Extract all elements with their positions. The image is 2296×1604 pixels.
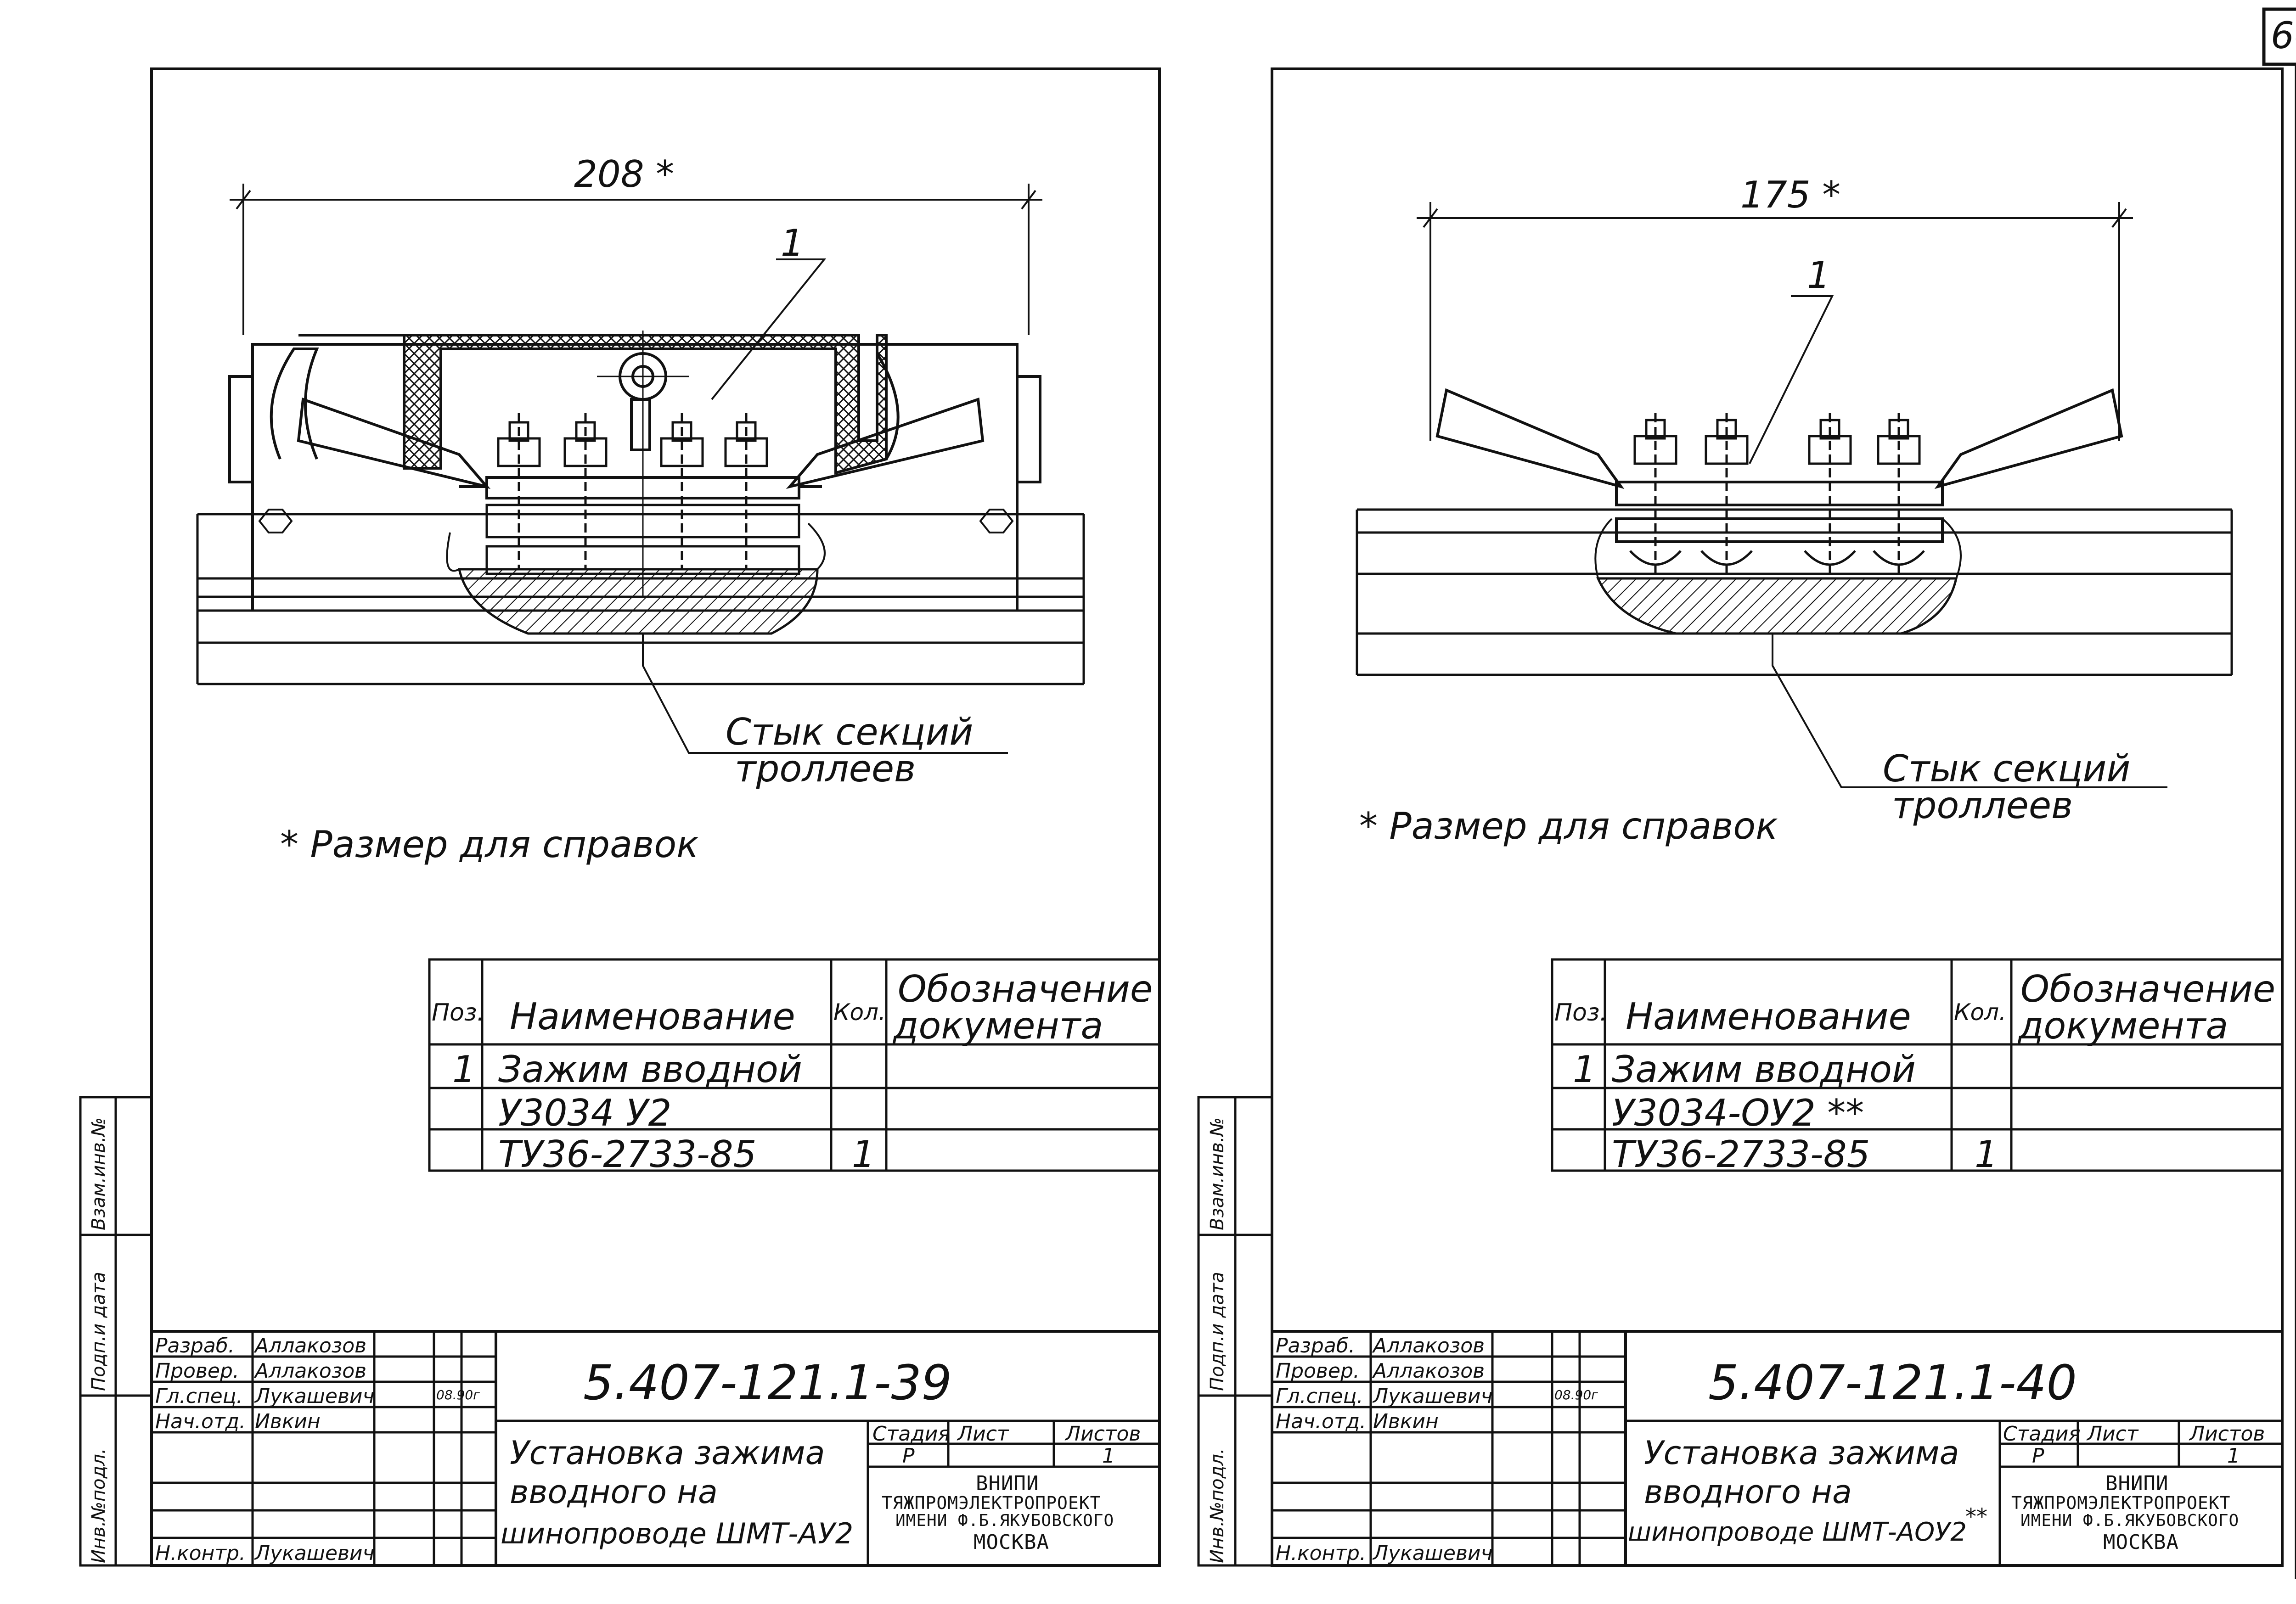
spec-row-name: Зажим вводной — [1612, 1048, 1916, 1091]
side-stamp-vzam: Взам.инв.№ — [1207, 1117, 1228, 1230]
spec-row-qty: 1 — [852, 1133, 875, 1176]
stage-value: Р — [902, 1444, 915, 1468]
org-line-3: ИМЕНИ Ф.Б.ЯКУБОВСКОГО — [2020, 1511, 2240, 1530]
spec-row-pos: 1 — [1573, 1048, 1596, 1091]
org-line-1: ВНИПИ — [976, 1472, 1039, 1495]
spec-row-name: ТУ36-2733-85 — [1612, 1133, 1870, 1176]
spec-row-name: У3034-ОУ2 ** — [1612, 1092, 1864, 1134]
joint-label-line1: Стык секций — [1883, 747, 2131, 790]
spec-row-name: Зажим вводной — [498, 1048, 802, 1091]
role-name: Аллакозов — [255, 1334, 367, 1357]
dimension-mark: * — [656, 153, 675, 196]
side-stamp-vzam: Взам.инв.№ — [88, 1117, 109, 1230]
spec-header-qty: Кол. — [833, 999, 886, 1026]
role-name: Аллакозов — [255, 1359, 367, 1383]
role-name: Аллакозов — [1373, 1359, 1485, 1383]
dimension-number: 175 — [1740, 174, 1811, 216]
reference-note: * Размер для справок — [1359, 805, 1778, 847]
stage-label: Стадия — [2003, 1422, 2081, 1446]
role-label: Провер. — [1276, 1359, 1360, 1383]
role-label: Гл.спец. — [1276, 1385, 1363, 1408]
sheet-label: Лист — [2087, 1422, 2138, 1446]
sheets-label: Листов — [1065, 1422, 1141, 1446]
side-stamp-sign-date: Подп.и дата — [88, 1272, 109, 1391]
role-name: Лукашевич — [255, 1385, 375, 1408]
drawing-code: 5.407-121.1-40 — [1708, 1355, 2077, 1411]
role-name: Аллакозов — [1373, 1334, 1485, 1357]
stage-value: Р — [2032, 1444, 2044, 1468]
org-line-4: МОСКВА — [974, 1531, 1049, 1554]
spec-header-doc-1: Обозначение — [2020, 968, 2276, 1010]
role-label: Н.контр. — [155, 1542, 246, 1565]
sheets-count: 1 — [1102, 1444, 1115, 1468]
role-name: Ивкин — [255, 1410, 321, 1433]
spec-header-name: Наименование — [1626, 995, 1911, 1038]
sheets-count: 1 — [2227, 1444, 2240, 1468]
role-label: Провер. — [155, 1359, 239, 1383]
spec-header-qty: Кол. — [1954, 999, 2006, 1026]
role-label: Разраб. — [1276, 1334, 1355, 1357]
sheet-left-frame — [150, 67, 1161, 1567]
position-callout: 1 — [781, 222, 804, 264]
page-number: 60 — [2271, 14, 2296, 57]
role-name: Лукашевич — [255, 1542, 375, 1565]
org-line-4: МОСКВА — [2103, 1531, 2179, 1554]
spec-header-doc-2: документа — [893, 1004, 1103, 1047]
joint-label-line1: Стык секций — [726, 711, 974, 753]
drawing-title-1: Установка зажима — [510, 1434, 825, 1472]
drawing-title-mark: ** — [1965, 1504, 1987, 1530]
joint-label-line2: троллеев — [1892, 784, 2073, 827]
side-stamp-inv: Инв.№подл. — [1207, 1448, 1228, 1563]
spec-row-qty: 1 — [1975, 1133, 1998, 1176]
side-stamp-inv: Инв.№подл. — [88, 1448, 109, 1563]
role-name: Лукашевич — [1373, 1385, 1493, 1408]
org-line-1: ВНИПИ — [2105, 1472, 2169, 1495]
role-name: Ивкин — [1373, 1410, 1439, 1433]
stage-label: Стадия — [872, 1422, 950, 1446]
spec-header-doc-2: документа — [2018, 1004, 2228, 1047]
side-stamp-sign-date: Подп.и дата — [1207, 1272, 1228, 1391]
role-label: Гл.спец. — [155, 1385, 243, 1408]
dimension-mark: * — [1822, 174, 1841, 216]
role-label: Нач.отд. — [155, 1410, 246, 1433]
role-label: Разраб. — [155, 1334, 235, 1357]
role-label: Нач.отд. — [1276, 1410, 1366, 1433]
reference-note: * Размер для справок — [280, 823, 699, 866]
drawing-title-2: вводного на — [510, 1473, 718, 1511]
signature-date: 08.90г — [1554, 1387, 1598, 1402]
role-name: Лукашевич — [1373, 1542, 1493, 1565]
spec-header-pos: Поз. — [432, 999, 485, 1026]
dimension-value: 175 * — [1740, 177, 1840, 213]
spec-row-name: ТУ36-2733-85 — [498, 1133, 757, 1176]
joint-label-line2: троллеев — [735, 747, 916, 790]
drawing-title-1: Установка зажима — [1644, 1434, 1959, 1472]
spec-row-name: У3034 У2 — [498, 1092, 672, 1134]
drawing-title-3: шинопроводе ШМТ-АУ2 — [501, 1517, 854, 1550]
drawing-title-3: шинопроводе ШМТ-АОУ2 — [1628, 1517, 1967, 1547]
org-line-2: ТЯЖПРОМЭЛЕКТРОПРОЕКТ — [2011, 1493, 2231, 1513]
drawing-code: 5.407-121.1-39 — [583, 1355, 952, 1411]
spec-header-doc-1: Обозначение — [898, 968, 1153, 1010]
dimension-value: 208 * — [574, 156, 674, 193]
drawing-title-2: вводного на — [1644, 1473, 1852, 1511]
role-label: Н.контр. — [1276, 1542, 1366, 1565]
signature-date: 08.90г — [436, 1387, 480, 1402]
spec-header-name: Наименование — [510, 995, 795, 1038]
sheets-label: Листов — [2189, 1422, 2265, 1446]
org-line-2: ТЯЖПРОМЭЛЕКТРОПРОЕКТ — [882, 1493, 1101, 1513]
org-line-3: ИМЕНИ Ф.Б.ЯКУБОВСКОГО — [895, 1511, 1114, 1530]
position-callout: 1 — [1807, 254, 1830, 297]
dimension-number: 208 — [574, 153, 644, 196]
spec-row-pos: 1 — [452, 1048, 476, 1091]
spec-header-pos: Поз. — [1554, 999, 1608, 1026]
sheet-label: Лист — [957, 1422, 1009, 1446]
